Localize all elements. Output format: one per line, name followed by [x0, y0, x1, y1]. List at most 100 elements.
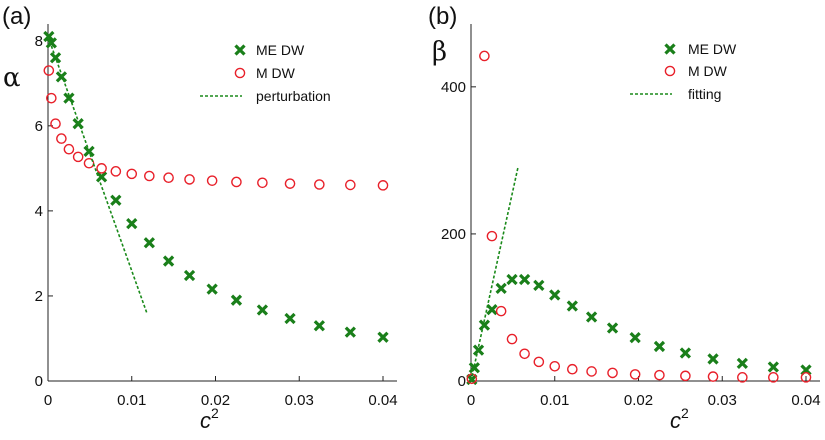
y-tick-label: 4 — [35, 203, 43, 220]
data-point-circle — [72, 151, 84, 163]
data-point-x — [629, 331, 641, 344]
data-point-circle — [533, 356, 545, 368]
data-point-circle — [110, 166, 122, 177]
data-point-circle — [184, 174, 195, 185]
data-point-x — [606, 322, 619, 334]
data-point-circle — [83, 157, 95, 169]
data-point-x — [707, 353, 719, 365]
y-tick-label: 400 — [441, 79, 466, 96]
y-tick-label: 200 — [441, 226, 466, 243]
fit-line — [470, 167, 519, 382]
series-me-dw — [466, 273, 812, 386]
legend: ME DW M DW fitting — [630, 41, 737, 102]
data-point-circle — [680, 370, 691, 382]
data-point-x — [736, 357, 748, 369]
y-axis-label: α — [3, 63, 21, 93]
data-point-x — [284, 312, 296, 325]
data-point-circle — [345, 179, 356, 191]
data-point-x — [313, 320, 325, 332]
x-tick-label: 0.01 — [117, 392, 146, 409]
data-point-circle — [707, 371, 719, 382]
data-point-x — [478, 319, 491, 331]
data-point-circle — [126, 168, 138, 180]
data-point-x — [183, 269, 196, 282]
x-tick-label: 0.02 — [624, 392, 653, 409]
data-point-x — [206, 283, 218, 295]
legend-marker-x — [234, 44, 246, 56]
legend-marker-circle — [664, 65, 676, 77]
x-axis-label-base: c — [200, 408, 211, 433]
data-point-circle — [63, 143, 75, 155]
data-point-circle — [800, 372, 812, 383]
y-tick-label: 8 — [35, 33, 43, 50]
x-axis-label-base: c — [670, 408, 681, 433]
x-axis-label-superscript: 2 — [681, 405, 689, 421]
x-axis-label: c2 — [200, 405, 219, 433]
data-point-circle — [486, 230, 498, 242]
data-point-circle — [43, 65, 55, 76]
x-tick-label: 0.04 — [791, 392, 820, 409]
data-point-x — [377, 331, 389, 343]
data-point-x — [126, 218, 138, 230]
legend-label: M DW — [688, 63, 728, 79]
data-point-circle — [495, 305, 507, 317]
series-perturbation — [47, 36, 148, 314]
y-tick-label: 0 — [35, 373, 43, 390]
data-point-circle — [257, 177, 268, 189]
data-point-x — [162, 255, 175, 267]
data-point-x — [495, 282, 507, 294]
panel-label: (a) — [2, 3, 31, 30]
panel-label: (b) — [428, 3, 457, 30]
data-point-circle — [96, 163, 107, 174]
fit-line — [47, 36, 148, 314]
x-tick-label: 0.04 — [368, 392, 397, 409]
data-point-circle — [163, 172, 174, 184]
data-point-x — [110, 194, 122, 206]
data-point-circle — [206, 175, 218, 186]
data-point-circle — [377, 180, 389, 191]
data-point-x — [486, 304, 498, 316]
data-point-x — [45, 37, 57, 49]
legend-label: ME DW — [256, 42, 305, 58]
x-tick-label: 0.01 — [540, 392, 569, 409]
legend-label: ME DW — [688, 41, 737, 57]
y-tick-label: 2 — [35, 288, 43, 305]
series-fitting — [470, 167, 519, 382]
data-point-circle — [284, 178, 296, 189]
data-point-circle — [768, 372, 779, 383]
data-point-x — [344, 326, 356, 338]
series-m-dw — [43, 65, 389, 191]
x-tick-label: 0 — [44, 392, 52, 409]
x-axis-label: c2 — [670, 405, 689, 433]
data-point-circle — [549, 360, 561, 372]
data-point-x — [585, 311, 598, 323]
data-point-circle — [56, 133, 67, 144]
data-point-x — [518, 273, 531, 286]
data-point-x — [549, 289, 561, 301]
y-tick-label: 6 — [35, 118, 43, 135]
data-point-circle — [607, 367, 618, 379]
data-point-x — [143, 237, 155, 249]
data-point-circle — [567, 363, 578, 375]
data-point-circle — [314, 179, 325, 190]
data-point-circle — [737, 372, 748, 383]
data-point-x — [468, 362, 480, 374]
data-point-circle — [46, 92, 57, 104]
data-point-circle — [506, 333, 518, 345]
data-point-circle — [50, 118, 61, 129]
data-point-circle — [479, 50, 490, 62]
data-point-x — [533, 279, 545, 292]
data-point-x — [63, 92, 75, 104]
data-point-circle — [144, 170, 155, 182]
legend-label: M DW — [256, 65, 296, 81]
x-tick-label: 0.03 — [708, 392, 737, 409]
x-tick-label: 0.03 — [285, 392, 314, 409]
x-tick-label: 0.02 — [201, 392, 230, 409]
legend-label: fitting — [688, 86, 721, 102]
data-point-circle — [519, 348, 530, 360]
data-point-x — [653, 340, 666, 353]
data-point-x — [506, 273, 518, 286]
x-axis-label-superscript: 2 — [211, 405, 219, 421]
